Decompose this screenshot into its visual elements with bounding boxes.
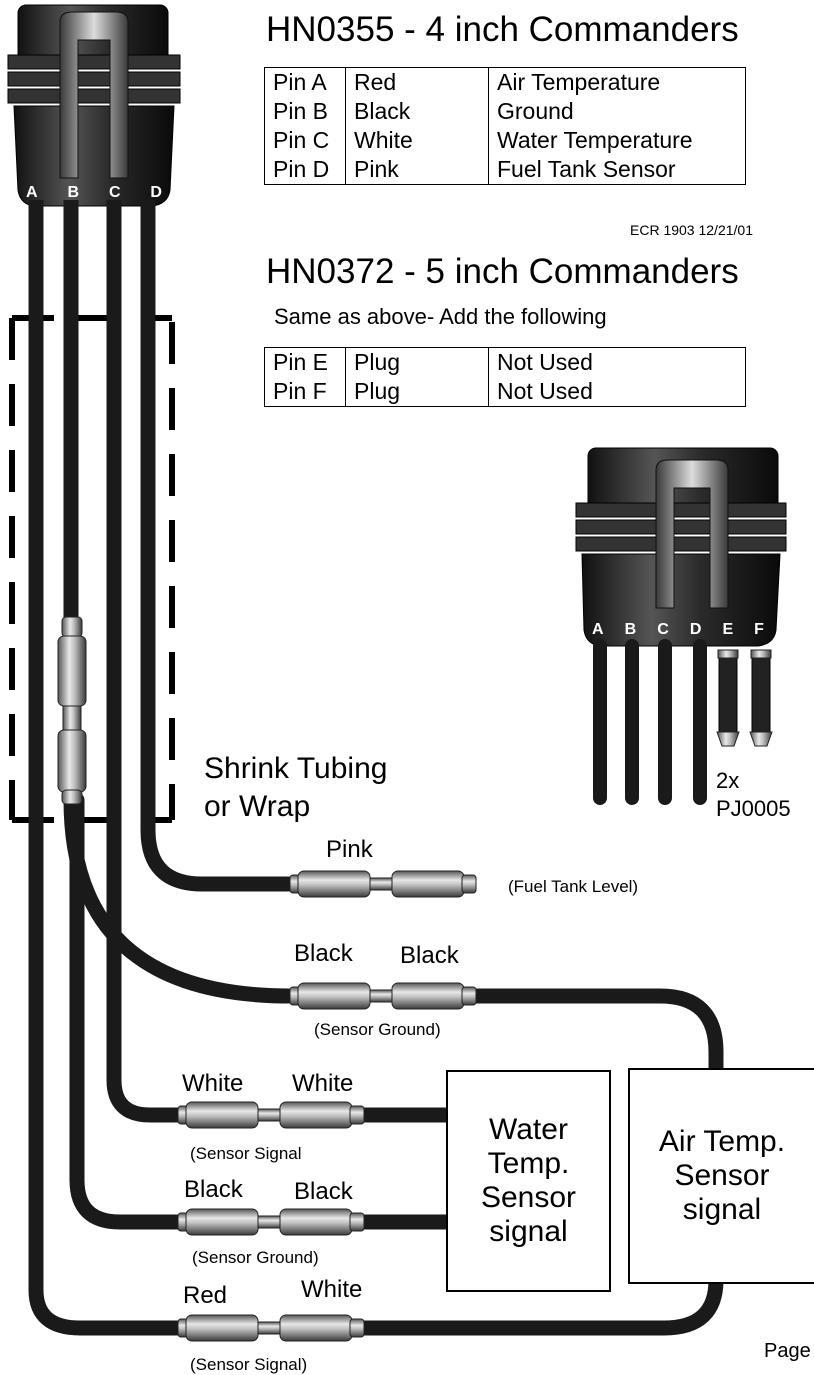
page-label: Page bbox=[764, 1340, 811, 1362]
hn0355-pin-table: Pin A Red Air Temperature Pin B Black Gr… bbox=[264, 67, 746, 185]
black-lower-left-label: Black bbox=[184, 1176, 243, 1203]
pin-letter: F bbox=[754, 621, 764, 638]
function-cell: Not Used bbox=[488, 377, 746, 407]
pin-letter: C bbox=[657, 621, 669, 638]
hn0372-subtitle: Same as above- Add the following bbox=[274, 304, 607, 329]
connector-4pin-pin-labels: A B C D bbox=[26, 184, 162, 202]
water-sensor-line: Sensor bbox=[480, 1181, 577, 1214]
harness-wires bbox=[28, 182, 724, 1336]
table-row: Pin E Plug Not Used bbox=[265, 347, 746, 377]
pin-letter: B bbox=[67, 184, 80, 201]
shrink-tubing-label-line2: or Wrap bbox=[204, 790, 311, 823]
function-cell: Not Used bbox=[488, 347, 746, 377]
color-cell: Plug bbox=[345, 377, 489, 407]
pin-letter: E bbox=[722, 621, 734, 638]
plug-qty-label: 2x bbox=[716, 768, 740, 793]
hn0372-pin-table: Pin E Plug Not Used Pin F Plug Not Used bbox=[264, 347, 746, 407]
plug-f bbox=[749, 649, 773, 747]
water-sensor-line: signal bbox=[489, 1215, 568, 1248]
color-cell: Pink bbox=[345, 155, 489, 185]
air-sensor-line: Air Temp. bbox=[658, 1125, 786, 1158]
water-sensor-line: Water bbox=[489, 1113, 568, 1146]
connector-6pin bbox=[575, 447, 787, 647]
splice-black-lower bbox=[177, 1208, 365, 1236]
function-cell: Air Temperature bbox=[488, 67, 746, 97]
color-cell: Plug bbox=[345, 347, 489, 377]
table-row: Pin F Plug Not Used bbox=[265, 377, 746, 407]
pin-cell: Pin C bbox=[273, 127, 330, 153]
ecr-note: ECR 1903 12/21/01 bbox=[630, 222, 753, 238]
splice-black-upper bbox=[289, 982, 477, 1010]
shrink-tubing-label-line1: Shrink Tubing bbox=[204, 752, 388, 785]
plug-e bbox=[716, 649, 740, 747]
pin-letter: D bbox=[150, 184, 162, 201]
table-row: Pin A Red Air Temperature bbox=[265, 67, 746, 97]
fuel-tank-level-note: (Fuel Tank Level) bbox=[508, 877, 639, 896]
white-right-label: White bbox=[292, 1070, 354, 1097]
black-upper-right-label: Black bbox=[400, 942, 459, 969]
air-sensor-line: signal bbox=[682, 1193, 762, 1226]
connector-6pin-leads bbox=[593, 639, 707, 805]
pin-cell: Pin E bbox=[273, 349, 328, 375]
table-row: Pin C White Water Temperature bbox=[265, 126, 746, 155]
pin-cell: Pin F bbox=[273, 378, 327, 404]
air-temp-sensor-box: Air Temp. Sensor signal bbox=[628, 1068, 814, 1284]
function-cell: Ground bbox=[488, 97, 746, 126]
red-left-label: Red bbox=[183, 1282, 228, 1309]
color-cell: White bbox=[345, 126, 489, 155]
connector-4pin bbox=[7, 4, 181, 207]
sensor-signal-note-white: (Sensor Signal bbox=[190, 1144, 302, 1163]
table-row: Pin D Pink Fuel Tank Sensor bbox=[265, 155, 746, 185]
water-sensor-line: Temp. bbox=[487, 1147, 570, 1180]
air-sensor-line: Sensor bbox=[674, 1159, 770, 1192]
white-left-label: White bbox=[182, 1070, 244, 1097]
sensor-signal-note-red: (Sensor Signal) bbox=[190, 1355, 308, 1374]
hn0355-title: HN0355 - 4 inch Commanders bbox=[266, 10, 739, 49]
connector-6pin-pin-labels: A B C D E F bbox=[592, 621, 764, 639]
splice-red bbox=[177, 1314, 365, 1342]
pin-cell: Pin B bbox=[273, 98, 328, 124]
plug-part-number: PJ0005 bbox=[716, 796, 791, 821]
black-lower-right-label: Black bbox=[294, 1178, 353, 1205]
connector-4pin-leads bbox=[28, 200, 156, 230]
function-cell: Fuel Tank Sensor bbox=[488, 155, 746, 185]
sensor-ground-note-upper: (Sensor Ground) bbox=[314, 1020, 441, 1039]
function-cell: Water Temperature bbox=[488, 126, 746, 155]
sensor-ground-note-lower: (Sensor Ground) bbox=[192, 1248, 319, 1267]
hn0372-title: HN0372 - 5 inch Commanders bbox=[266, 252, 739, 291]
pin-letter: C bbox=[108, 184, 121, 201]
table-row: Pin B Black Ground bbox=[265, 97, 746, 126]
pin-letter: B bbox=[624, 621, 637, 638]
pink-wire-label: Pink bbox=[326, 836, 373, 863]
red-right-label: White bbox=[301, 1276, 363, 1303]
pin-letter: D bbox=[689, 621, 702, 638]
splice-pink bbox=[289, 870, 477, 898]
color-cell: Black bbox=[345, 97, 489, 126]
pin-letter: A bbox=[592, 621, 604, 638]
splice-white bbox=[177, 1101, 365, 1129]
color-cell: Red bbox=[345, 67, 489, 97]
black-upper-left-label: Black bbox=[294, 940, 353, 967]
pin-cell: Pin D bbox=[273, 156, 330, 182]
inline-splice bbox=[57, 616, 87, 805]
pin-cell: Pin A bbox=[273, 69, 327, 95]
pin-letter: A bbox=[26, 184, 38, 201]
water-temp-sensor-box: Water Temp. Sensor signal bbox=[446, 1070, 611, 1292]
